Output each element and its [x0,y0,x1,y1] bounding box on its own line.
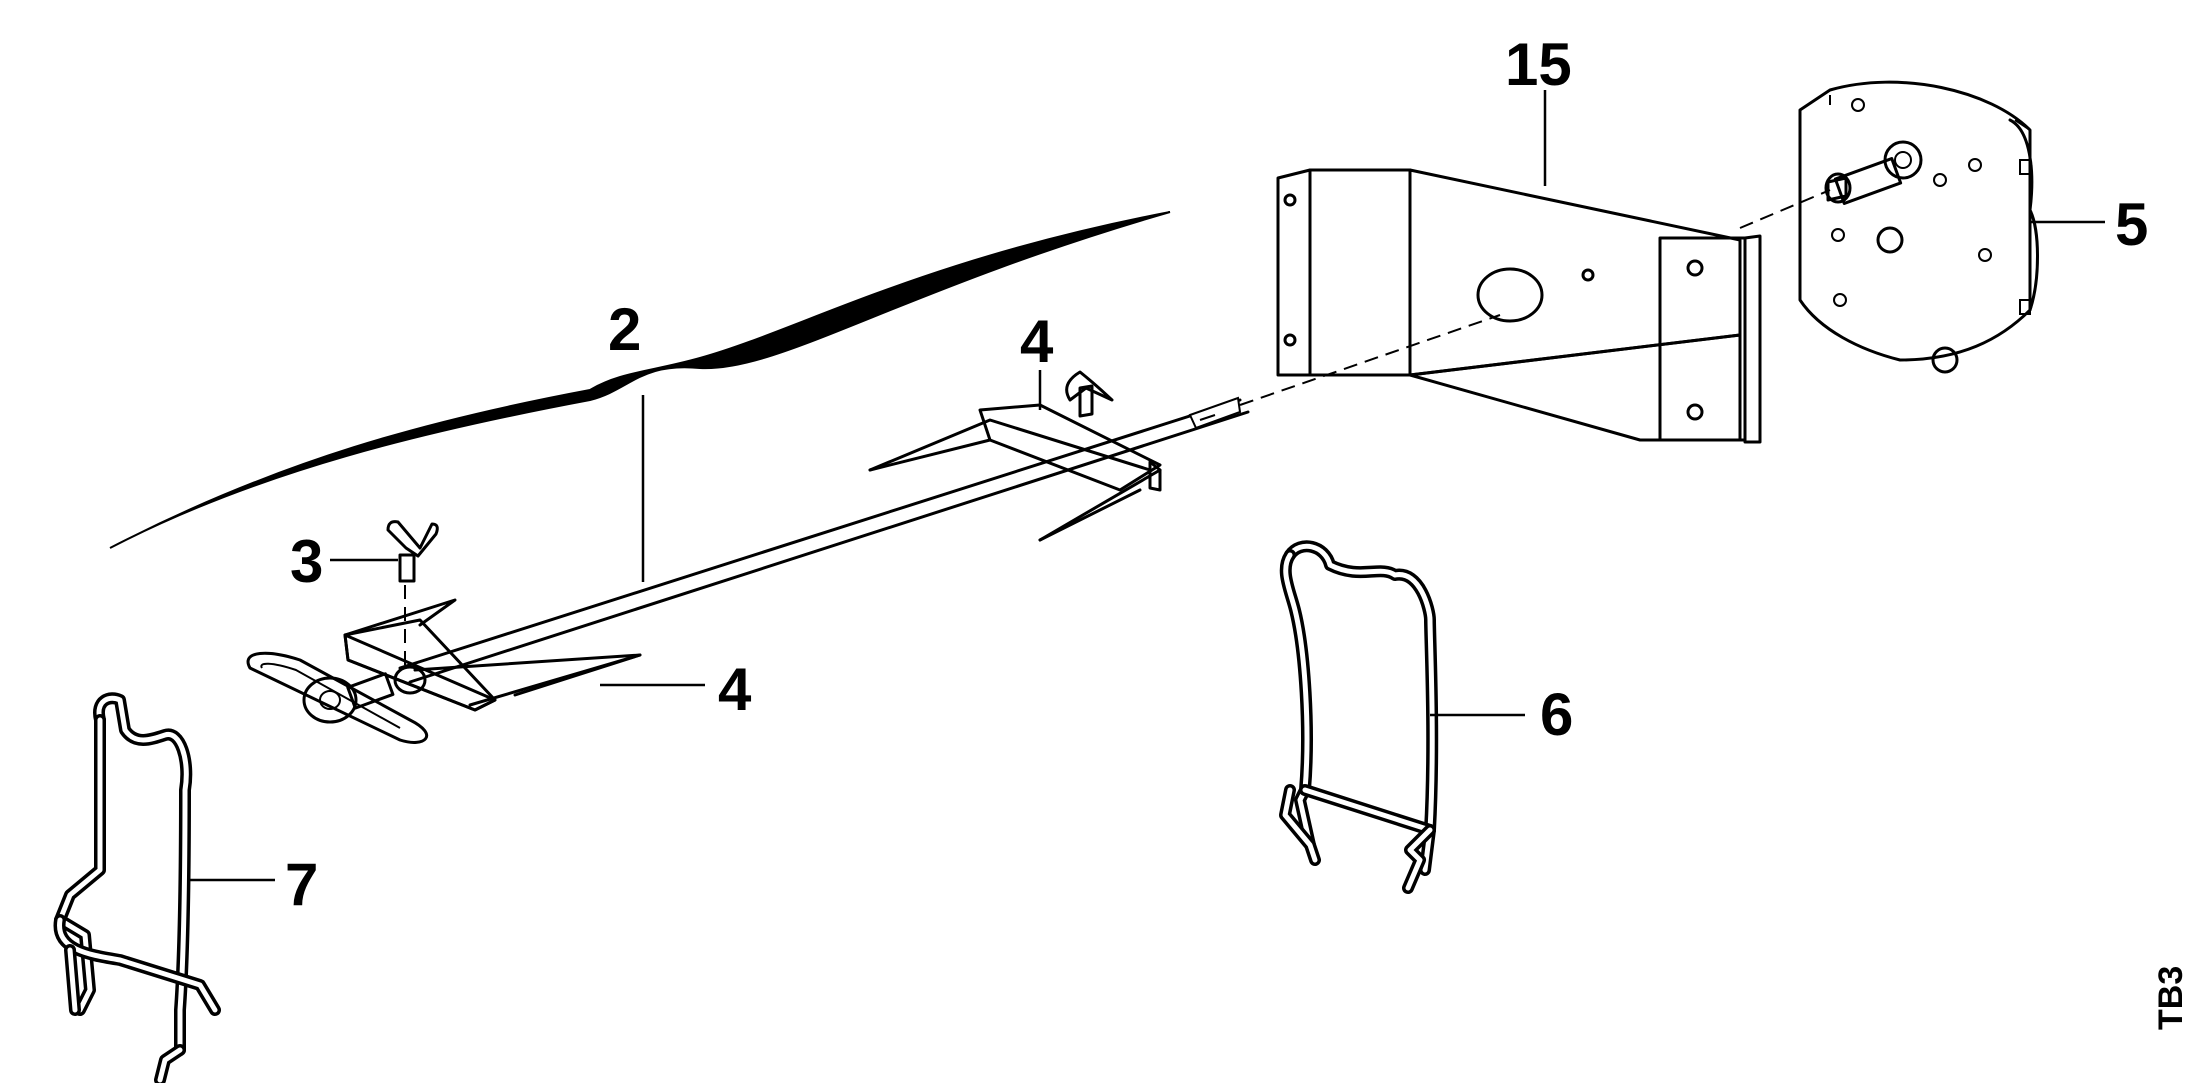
corner-code: TB3 [2152,966,2190,1030]
spit-rod [398,396,1250,684]
fork-rear [343,598,642,712]
label-rack-right: 6 [1540,681,1573,748]
alignment-line-motor [1739,189,1831,229]
label-fork-rear: 4 [718,656,752,723]
label-spit-rod: 2 [608,296,641,363]
rack-left [53,692,221,1083]
label-bracket: 15 [1505,31,1572,98]
motor-bracket [1276,168,1762,444]
wing-screw [386,520,439,665]
label-fork-front: 4 [1020,308,1054,375]
wing-screw-front [1065,370,1114,418]
rack-right [1279,540,1439,894]
alignment-line-rod [1239,314,1501,406]
label-wing-screw: 3 [290,528,323,595]
label-motor: 5 [2115,191,2148,258]
oven-cavity-edge [109,211,1171,549]
fork-front [868,403,1162,542]
label-rack-left: 7 [285,851,318,918]
spit-handle [246,651,428,744]
rotisserie-motor [1798,80,2039,374]
